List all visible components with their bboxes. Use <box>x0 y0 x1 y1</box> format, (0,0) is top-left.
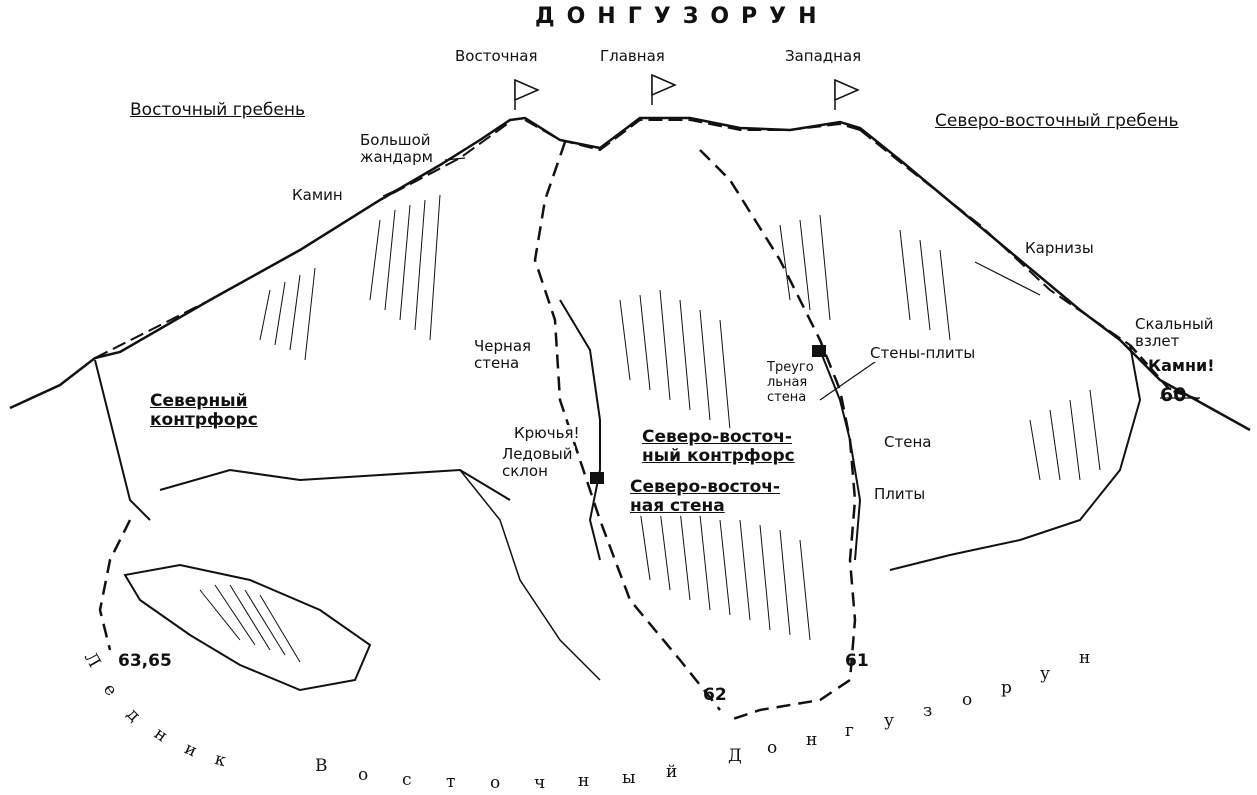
north-buttress-label: Северный контрфорс <box>148 391 260 430</box>
glacier-dongo-letter: у <box>884 711 895 731</box>
ne-ridge-label: Северо-восточный гребень <box>935 111 1179 131</box>
black-wall-label: Черная стена <box>472 337 534 372</box>
hooks-label: Крючья! <box>512 424 582 442</box>
glacier-dongo-letter: з <box>923 701 933 721</box>
shading-hatch <box>199 194 1101 663</box>
route-61-label: 61 <box>845 651 869 671</box>
summit-east-label: Восточная <box>455 47 538 65</box>
glacier-dongo-letter: г <box>845 721 854 741</box>
chimney-label: Камин <box>292 186 343 204</box>
left-buttress-line <box>94 359 151 521</box>
wall-slabs-label: Стены-плиты <box>868 344 978 362</box>
big-gendarme-label: Большой жандарм <box>360 131 433 166</box>
glacier-dongo-letter: н <box>806 730 818 750</box>
summit-main-label: Главная <box>600 47 665 65</box>
glacier-east-letter: т <box>446 772 456 792</box>
summit-west-label: Западная <box>785 47 862 65</box>
rock-step-label: Скальный взлет <box>1135 315 1214 350</box>
central-ridge <box>559 299 601 561</box>
flag-east-icon <box>514 78 540 110</box>
glacier-east-letter: ч <box>534 773 546 793</box>
ne-face-label: Северо-восточ- ная стена <box>628 477 782 516</box>
summit-ridge-dashed <box>524 119 861 152</box>
wall-label: Стена <box>882 433 934 451</box>
glacier-east-letter: с <box>402 770 412 790</box>
glacier-east-letter: н <box>578 771 590 791</box>
massif-title: ДОНГУЗОРУН <box>535 4 829 29</box>
glacier-east-letter: В <box>315 756 328 776</box>
east-ridge-label: Восточный гребень <box>130 100 306 120</box>
ice-slope-label: Ледовый склон <box>500 445 575 480</box>
ne-buttress-label: Северо-восточ- ный контрфорс <box>640 427 797 466</box>
glacier-east-letter: о <box>358 765 369 785</box>
flag-main-icon <box>651 73 677 105</box>
glacier-dongo-letter: н <box>1079 648 1091 668</box>
massif-outline <box>9 116 1251 432</box>
glacier-east-letter: й <box>666 762 678 782</box>
route-62-label: 62 <box>703 685 727 705</box>
glacier-dongo-letter: о <box>767 738 778 758</box>
route-61-line <box>699 149 857 722</box>
route-60-label: 60 <box>1160 384 1187 406</box>
right-spur <box>819 349 862 561</box>
glacier-east-letter: ы <box>622 768 636 788</box>
bivouac-marker-1 <box>812 345 826 357</box>
glacier-dongo-letter: р <box>1001 678 1012 698</box>
leader-lines <box>382 157 1200 401</box>
cornices-label: Карнизы <box>1025 239 1094 257</box>
glacier-dongo-letter: Д <box>728 746 742 766</box>
route-60-line <box>1129 344 1201 402</box>
lower-left-slope <box>459 469 601 681</box>
east-ridge-dashed <box>94 121 511 359</box>
rocks-label: Камни! <box>1148 356 1215 375</box>
ne-ridge-dashed <box>859 129 1131 346</box>
slabs-label: Плиты <box>872 485 928 503</box>
route-63-65-line <box>98 519 132 651</box>
route-63-65-label: 63,65 <box>118 651 172 671</box>
triangular-wall-label: Треуго льная стена <box>765 360 816 405</box>
glacier-dongo-letter: о <box>962 690 973 710</box>
flag-west-icon <box>834 78 860 110</box>
mid-ridge-line <box>159 468 511 501</box>
glacier-dongo-letter: у <box>1040 664 1051 684</box>
bivouac-marker-2 <box>590 472 604 484</box>
glacier-east-letter: о <box>490 773 501 793</box>
moraine-island <box>123 563 372 692</box>
right-ridge-line <box>889 344 1142 571</box>
